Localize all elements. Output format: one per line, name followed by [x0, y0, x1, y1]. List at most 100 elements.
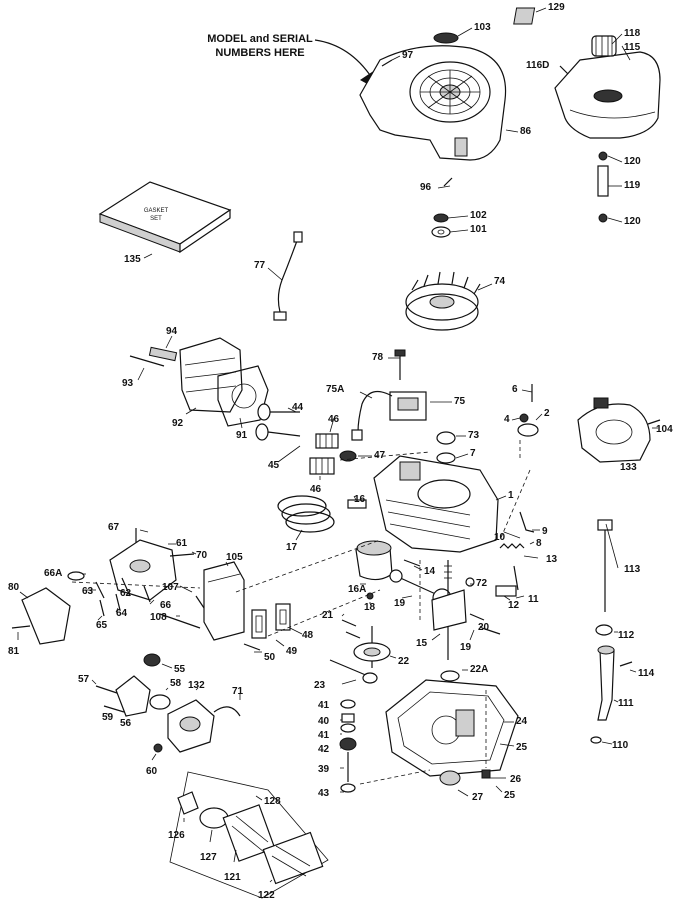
callout-21: 21	[322, 610, 334, 621]
callout-45: 45	[268, 460, 280, 471]
callout-12: 12	[508, 600, 520, 611]
callout-120-top: 120	[624, 156, 641, 167]
callout-80: 80	[8, 582, 20, 593]
part-70-link	[169, 553, 195, 557]
part-59-screw	[103, 705, 125, 713]
callout-91: 91	[236, 430, 248, 441]
callout-61: 61	[176, 538, 188, 549]
part-133-recoil-starter	[577, 397, 651, 463]
part-66-spring	[143, 585, 151, 603]
part-105-muffler	[203, 561, 245, 641]
callout-71: 71	[232, 686, 244, 697]
callout-116d: 116D	[526, 60, 550, 71]
callout-63: 63	[82, 586, 94, 597]
part-103-cap	[433, 32, 459, 44]
part-7-washer	[436, 452, 456, 464]
part-45-valve	[255, 423, 301, 441]
part-14-rod	[403, 559, 421, 567]
callout-81: 81	[8, 646, 20, 657]
callout-24: 24	[516, 716, 528, 727]
callout-78: 78	[372, 352, 384, 363]
callout-129: 129	[548, 2, 565, 13]
callout-65: 65	[96, 620, 108, 631]
part-12-lever	[495, 585, 517, 597]
callout-112: 112	[618, 630, 635, 641]
callout-72: 72	[476, 578, 488, 589]
callout-20: 20	[478, 622, 490, 633]
callout-58: 58	[170, 678, 182, 689]
callout-11: 11	[528, 594, 539, 605]
part-20-bolt	[481, 627, 501, 635]
part-47-retainer	[339, 450, 357, 462]
callout-25-lower: 25	[504, 790, 516, 801]
callout-56: 56	[120, 718, 132, 729]
part-56-elbow	[115, 675, 151, 717]
part-111-dipstick-tube	[597, 645, 615, 721]
callout-127: 127	[200, 852, 217, 863]
callout-40: 40	[318, 716, 330, 727]
part-120-clamp-bottom	[598, 213, 608, 223]
part-86-blower-housing	[359, 45, 507, 161]
gasket-set-print: GASKET SET	[144, 208, 169, 222]
callout-39: 39	[318, 764, 330, 775]
part-114-screw	[619, 661, 633, 667]
part-112-o-ring	[595, 624, 613, 636]
callout-132: 132	[188, 680, 205, 691]
callout-4: 4	[504, 414, 510, 425]
model-serial-note-line2: NUMBERS HERE	[215, 47, 305, 59]
part-75-ignition-module	[389, 391, 427, 421]
callout-10: 10	[494, 532, 506, 543]
callout-118: 118	[624, 28, 641, 39]
callout-66a: 66A	[44, 568, 63, 579]
callout-50: 50	[264, 652, 276, 663]
callout-8: 8	[536, 538, 542, 549]
callout-60: 60	[146, 766, 158, 777]
part-62-screw	[121, 577, 131, 597]
part-41-washer-b	[340, 723, 356, 733]
callout-49: 49	[286, 646, 298, 657]
callout-111: 111	[618, 698, 634, 709]
part-121-filter	[222, 804, 276, 862]
model-serial-note: MODEL and SERIAL NUMBERS HERE	[190, 32, 330, 60]
callout-55: 55	[174, 664, 186, 675]
callout-97: 97	[402, 50, 414, 61]
part-17-piston-rings	[277, 495, 335, 533]
part-49-gasket	[251, 609, 267, 639]
callout-22a: 22A	[470, 664, 489, 675]
callout-102: 102	[470, 210, 487, 221]
callout-2: 2	[544, 408, 550, 419]
callout-121: 121	[224, 872, 241, 883]
part-96-screw	[443, 177, 453, 187]
part-66a-spring	[67, 571, 85, 581]
part-60-screw	[153, 743, 163, 753]
part-58-gasket	[149, 694, 171, 710]
part-118-fuel-cap	[591, 35, 617, 57]
callout-17: 17	[286, 542, 298, 553]
callout-135: 135	[124, 254, 141, 265]
callout-108: 108	[150, 612, 167, 623]
part-22a-washer	[440, 670, 460, 682]
part-15-crankshaft	[431, 560, 467, 660]
callout-23: 23	[314, 680, 326, 691]
callout-46-lower: 46	[310, 484, 322, 495]
part-13-spring	[499, 543, 525, 549]
part-16-wrist-pin	[347, 499, 367, 509]
callout-74: 74	[494, 276, 506, 287]
part-19-rod-bolt	[469, 613, 485, 621]
part-119-fuel-line	[597, 165, 609, 197]
part-46-valve-spring-lower	[309, 457, 335, 475]
callout-16a: 16A	[348, 584, 367, 595]
callout-107: 107	[162, 582, 179, 593]
part-46-valve-spring-upper	[315, 433, 339, 449]
part-110-grommet	[590, 736, 602, 744]
callout-47: 47	[374, 450, 386, 461]
callout-41-lower: 41	[318, 730, 330, 741]
part-74-flywheel	[405, 271, 481, 331]
part-122-filter-element	[262, 831, 324, 885]
gasket-set-line1: GASKET	[144, 208, 169, 214]
part-132-air-cleaner-body	[167, 699, 215, 753]
callout-75a: 75A	[326, 384, 345, 395]
callout-66: 66	[160, 600, 172, 611]
callout-119: 119	[624, 180, 641, 191]
